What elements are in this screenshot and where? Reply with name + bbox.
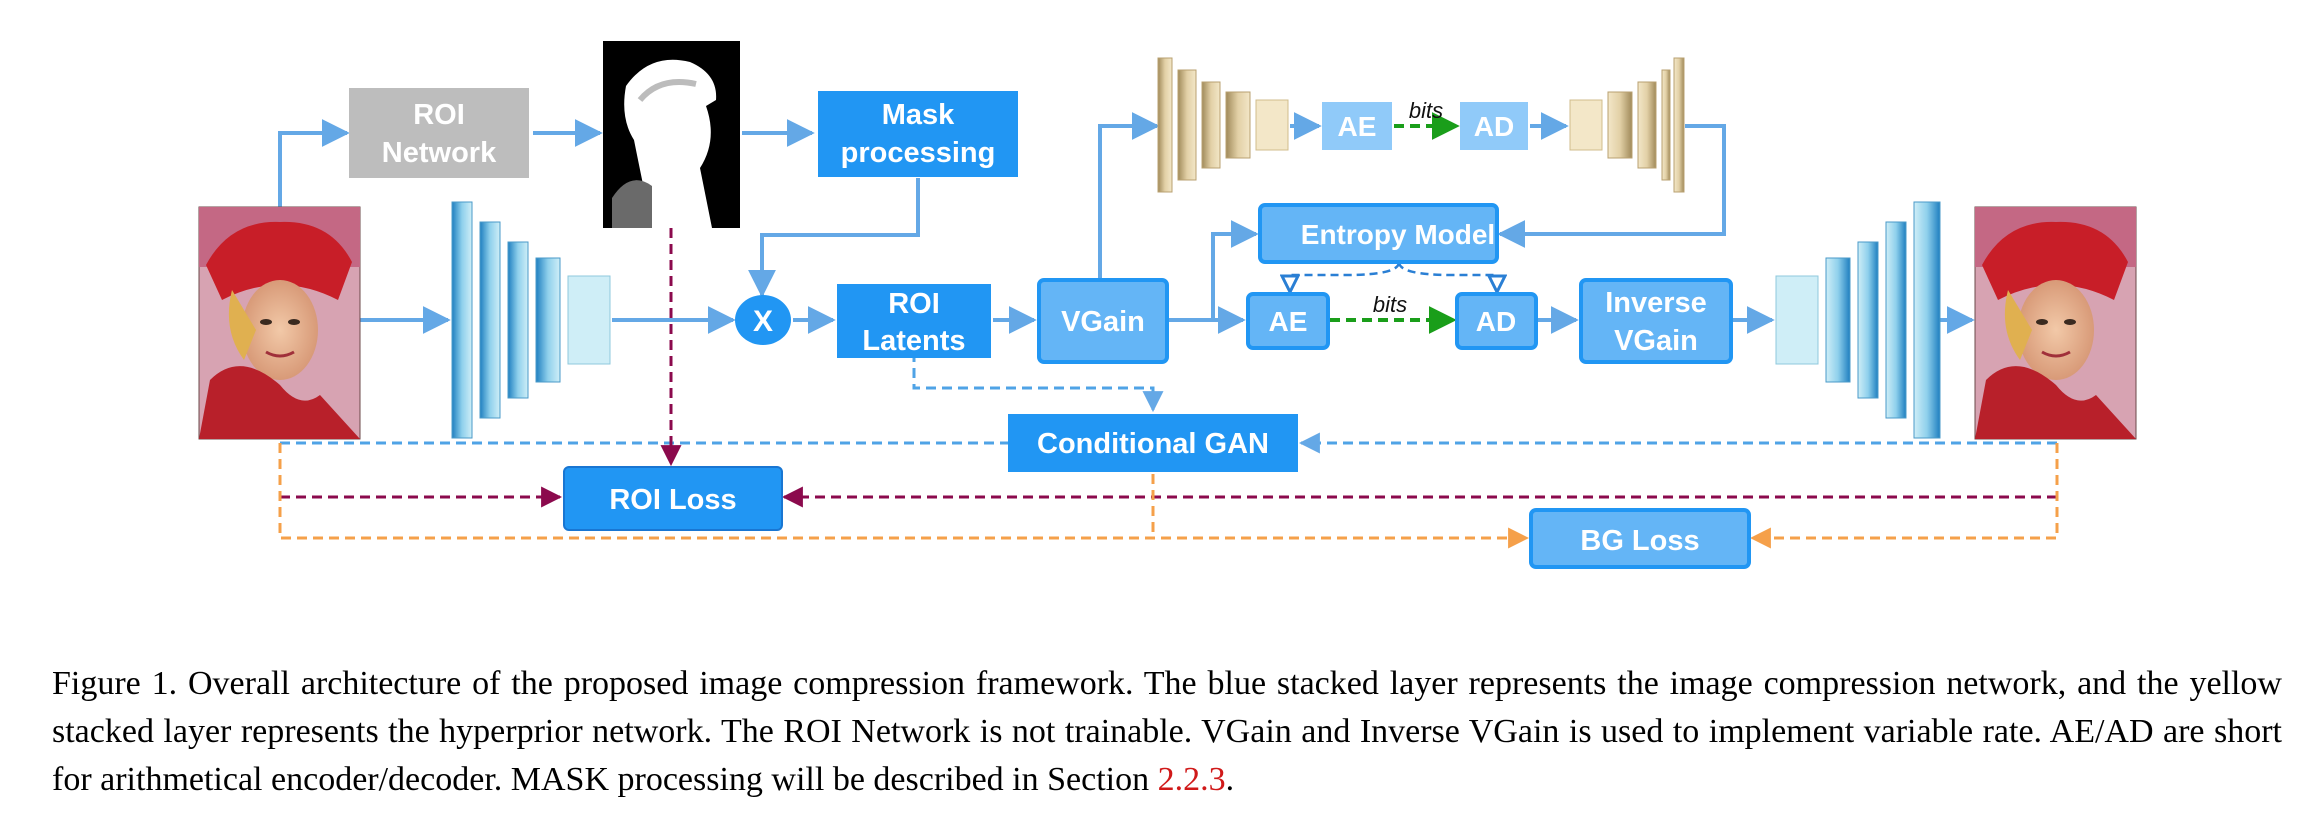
- arrow-output-to-bg-loss: [1749, 443, 2059, 549]
- roi-latents-label-1: ROI: [888, 288, 940, 320]
- vgain-box: VGain: [1037, 278, 1169, 364]
- output-image: [1974, 206, 2137, 440]
- roi-latents-box: ROI Latents: [837, 284, 991, 358]
- encoder-stack: [451, 201, 611, 439]
- roi-latents-label-2: Latents: [862, 325, 965, 357]
- entropy-model-label: Entropy Model: [1301, 219, 1495, 250]
- conditional-gan-label: Conditional GAN: [1037, 428, 1269, 460]
- multiply-node: X: [735, 295, 791, 345]
- roi-network-label-2: Network: [382, 137, 497, 169]
- bg-loss-arrows: [278, 443, 2059, 549]
- inverse-vgain-box: Inverse VGain: [1579, 278, 1733, 364]
- ae-main-label: AE: [1269, 306, 1308, 337]
- ae-main-box: AE: [1246, 292, 1330, 350]
- mask-processing-box: Mask processing: [818, 91, 1018, 177]
- inverse-vgain-label-1: Inverse: [1605, 287, 1707, 319]
- arrow-entropy-to-ae: [1290, 261, 1401, 292]
- roi-loss-label: ROI Loss: [609, 484, 736, 516]
- arrow-entropy-to-ad: [1397, 261, 1497, 292]
- roi-loss-box: ROI Loss: [563, 466, 783, 531]
- ad-hyper-box: AD: [1460, 102, 1528, 150]
- bg-loss-label: BG Loss: [1580, 525, 1699, 557]
- roi-mask-image: [603, 41, 740, 229]
- caption-text: Figure 1. Overall architecture of the pr…: [52, 665, 2282, 798]
- arrow-vgain-to-hyper-encoder: [1098, 112, 1160, 280]
- hyper-bits-label: bits: [1409, 98, 1443, 123]
- arrow-vgain-to-entropy: [1211, 220, 1259, 320]
- multiply-symbol: X: [753, 305, 773, 338]
- decoder-stack: [1775, 201, 1941, 439]
- arrow-hyper-decoder-to-entropy: [1497, 124, 1726, 248]
- mask-processing-label-2: processing: [841, 137, 996, 169]
- architecture-diagram: ROI Network Mask processing X ROI Latent…: [198, 41, 2137, 569]
- vgain-label: VGain: [1061, 306, 1145, 338]
- gan-arrows: [280, 352, 2057, 454]
- entropy-model-box: Entropy Model: [1258, 203, 1499, 264]
- entropy-parameter-arrows: [1290, 261, 1497, 292]
- caption-end: .: [1225, 761, 1235, 798]
- roi-network-box: ROI Network: [349, 88, 529, 178]
- roi-network-label-1: ROI: [413, 99, 465, 131]
- main-bits-label: bits: [1373, 292, 1407, 317]
- solid-arrows: [278, 112, 1975, 334]
- mask-processing-label-1: Mask: [882, 99, 955, 131]
- input-image: [198, 206, 361, 440]
- figure-caption: Figure 1. Overall architecture of the pr…: [52, 660, 2282, 804]
- arrow-input-to-roi-network: [278, 119, 350, 208]
- inverse-vgain-label-2: VGain: [1614, 325, 1698, 357]
- ae-hyper-label: AE: [1338, 111, 1377, 142]
- bg-loss-box: BG Loss: [1529, 508, 1751, 569]
- ad-hyper-label: AD: [1474, 111, 1514, 142]
- arrow-latents-to-gan: [912, 352, 1164, 413]
- ae-hyper-box: AE: [1322, 102, 1392, 150]
- bits-arrows: [1330, 112, 1460, 334]
- conditional-gan-box: Conditional GAN: [1008, 414, 1298, 472]
- arrow-processing-to-multiply: [748, 178, 920, 298]
- ad-main-box: AD: [1455, 292, 1538, 350]
- roi-loss-arrows: [280, 228, 2057, 508]
- hyper-decoder-stack: [1569, 57, 1685, 193]
- hyper-encoder-stack: [1157, 57, 1289, 193]
- ad-main-label: AD: [1476, 306, 1516, 337]
- section-reference-link[interactable]: 2.2.3: [1157, 761, 1226, 798]
- arrow-input-to-bg-loss: [278, 443, 1530, 549]
